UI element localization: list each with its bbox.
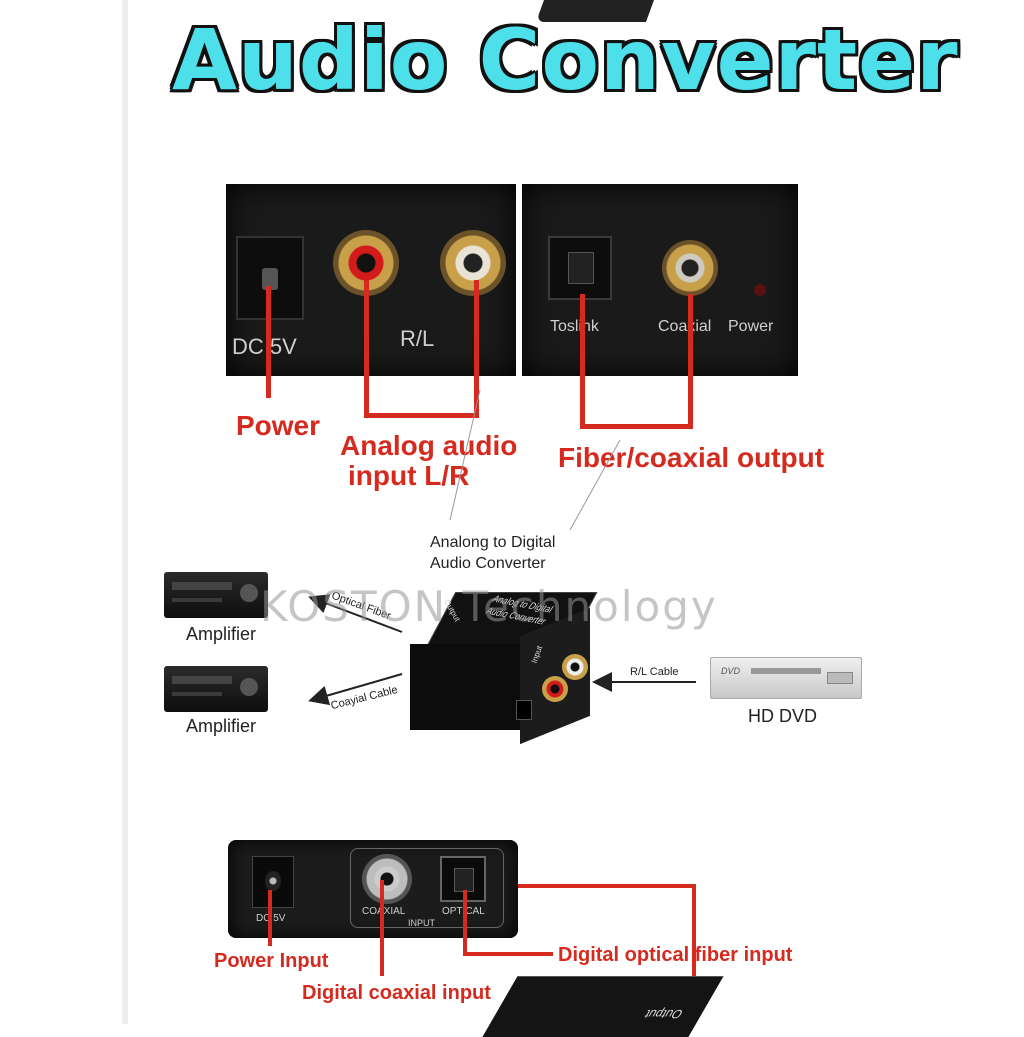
rca-white-jack (440, 230, 506, 296)
box-dc-port (516, 700, 532, 720)
fiber-bracket-right (688, 294, 693, 428)
diagram-arrows (308, 594, 696, 706)
output-pointer-v (692, 884, 696, 1024)
optical-input-annotation: Digital optical fiber input (558, 944, 793, 966)
bottom-input-group (350, 848, 504, 928)
analog-annotation-line1: Analog audio (340, 430, 518, 461)
coaxial-jack (662, 240, 718, 296)
bottom-dc-jack (252, 856, 294, 908)
toslink-label: Toslink (550, 318, 599, 335)
box-rca-red (542, 676, 568, 702)
amplifier-1-image (164, 572, 268, 618)
converter-caption-line2: Audio Converter (430, 555, 546, 572)
bottom-output-box-fragment: Output (482, 976, 724, 1037)
fiber-bracket-bottom (580, 424, 693, 429)
coaxial-label: Coaxial (658, 318, 712, 335)
power-pointer-line (266, 286, 271, 398)
power-led-label: Power (728, 318, 774, 335)
power-annotation: Power (236, 410, 321, 441)
coaxial-input-pointer (380, 880, 384, 976)
dvd-player-image: DVD (710, 657, 862, 699)
box-rca-white (562, 654, 588, 680)
watermark: KOSTON Technology (260, 582, 718, 631)
rl-label: R/L (400, 326, 435, 351)
analog-bracket-bottom (364, 413, 479, 418)
fiber-bracket-left (580, 294, 585, 428)
optical-input-pointer-v (463, 890, 467, 956)
amplifier-2-image (164, 666, 268, 712)
caption-pointer-lines (449, 389, 621, 531)
bottom-coaxial-jack (362, 854, 412, 904)
output-pointer-h (518, 884, 696, 888)
dvd-label: HD DVD (748, 706, 818, 726)
power-input-pointer (268, 890, 272, 946)
analog-annotation-line2: input L/R (348, 460, 470, 491)
page-title: Audio Converter (172, 11, 959, 109)
bottom-input-label: INPUT (408, 918, 435, 928)
fiber-annotation: Fiber/coaxial output (558, 442, 825, 473)
toslink-port (548, 236, 612, 300)
rl-cable-label: R/L Cable (630, 666, 679, 678)
optical-input-pointer-h (463, 952, 553, 956)
converter-box-front (410, 644, 522, 730)
power-input-annotation: Power Input (214, 950, 329, 972)
power-led (754, 284, 766, 296)
analog-bracket-left (364, 280, 369, 418)
converter-caption-line1: Analong to Digital (430, 534, 556, 551)
analog-bracket-right (474, 280, 479, 418)
amplifier-1-label: Amplifier (186, 624, 257, 644)
left-margin-strip (0, 0, 128, 1024)
dc-label: DC 5V (232, 334, 297, 359)
dvd-logo: DVD (721, 666, 741, 676)
coaxial-input-annotation: Digital coaxial input (302, 982, 491, 1004)
amplifier-2-label: Amplifier (186, 716, 257, 736)
bottom-output-box-text: Output (641, 1007, 686, 1021)
